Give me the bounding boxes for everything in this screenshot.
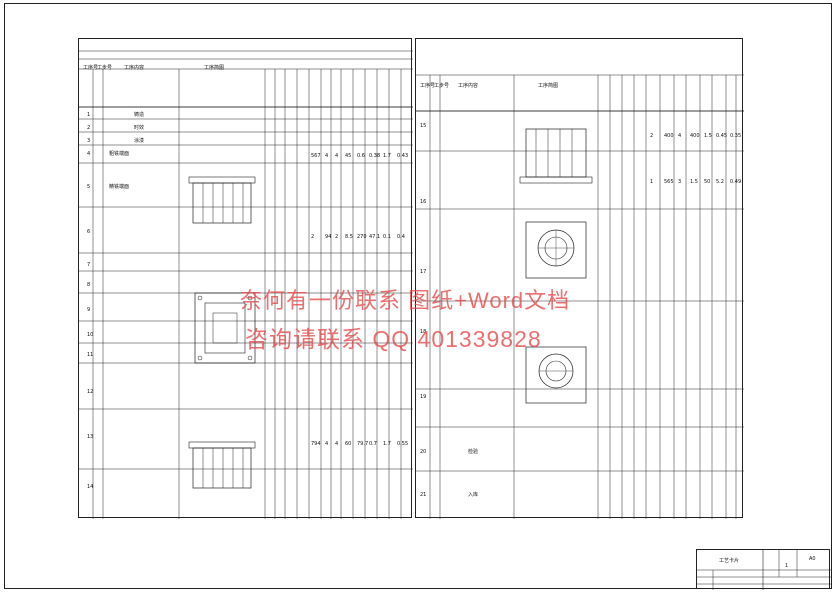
value-cell: 1	[650, 179, 654, 185]
part-sketch-bore-2	[525, 346, 587, 404]
value-cell: 5.2	[716, 179, 724, 185]
header-cell-seq: 工序号	[420, 83, 436, 89]
row-seq: 10	[87, 332, 94, 338]
part-sketch-housing-2	[188, 441, 256, 489]
row-seq: 1	[87, 112, 91, 118]
value-cell: 0.35	[730, 133, 742, 139]
value-cell: 0.6	[357, 153, 365, 159]
value-cell: 4	[335, 153, 339, 159]
process-card-right: 工序号 工步号 工序内容 工序简图 15 16 17 18 19 20 检验 2…	[415, 38, 744, 519]
value-cell: 4	[678, 133, 682, 139]
value-cell: 1.5	[704, 133, 712, 139]
row-seq: 13	[87, 434, 94, 440]
value-cell: 794	[311, 441, 321, 447]
part-sketch-topview	[194, 292, 256, 364]
row-seq: 17	[420, 269, 427, 275]
header-cell-seq: 工序号	[83, 65, 99, 71]
row-content: 涂漆	[134, 138, 145, 144]
title-block: 工艺卡片 1 A0	[696, 549, 831, 590]
row-seq: 4	[87, 151, 91, 157]
table-grid-right	[416, 74, 744, 519]
value-cell: 45	[345, 153, 352, 159]
value-cell: 1.5	[690, 179, 698, 185]
header-cell-step: 工步号	[97, 65, 113, 71]
value-cell: 2	[650, 133, 654, 139]
value-cell: 0.4	[397, 234, 405, 240]
value-cell: 3	[678, 179, 682, 185]
value-cell: 50	[704, 179, 711, 185]
value-cell: 0.55	[397, 441, 409, 447]
row-seq: 11	[87, 352, 94, 358]
value-cell: 4	[325, 153, 329, 159]
row-content: 时效	[134, 125, 145, 131]
part-sketch-housing	[188, 176, 256, 224]
header-cell-content: 工序内容	[458, 83, 479, 89]
row-seq: 7	[87, 262, 91, 268]
row-content: 粗铣端面	[109, 151, 130, 157]
value-cell: 270	[357, 234, 367, 240]
watermark-text-line1: 奈何有一份联系 图纸+Word文档	[240, 288, 571, 313]
header-cell-sketch: 工序简图	[538, 83, 559, 89]
row-seq: 14	[87, 484, 94, 490]
row-seq: 15	[420, 123, 427, 129]
watermark-text-line2: 咨询请联系 QQ 401339828	[245, 326, 542, 352]
value-cell: 0.38	[369, 153, 381, 159]
row-seq: 2	[87, 125, 91, 131]
value-cell: 1.7	[383, 153, 391, 159]
header-cell-step: 工步号	[434, 83, 450, 89]
drawing-frame	[4, 3, 832, 589]
part-sketch-bore	[525, 221, 587, 279]
row-seq: 8	[87, 282, 91, 288]
value-cell: 47.1	[369, 234, 381, 240]
value-cell: 0.45	[716, 133, 728, 139]
value-cell: 94	[325, 234, 332, 240]
value-cell: 60	[345, 441, 352, 447]
title-block-sheet-size: A0	[809, 556, 816, 562]
value-cell: 400	[664, 133, 674, 139]
value-cell: 0.1	[383, 234, 391, 240]
value-cell: 0.7	[369, 441, 377, 447]
row-seq: 20	[420, 449, 427, 455]
value-cell: 2	[311, 234, 315, 240]
row-content: 铸造	[134, 112, 145, 118]
row-seq: 5	[87, 184, 91, 190]
header-cell-sketch: 工序简图	[204, 65, 225, 71]
value-cell: 0.49	[730, 179, 742, 185]
row-seq: 18	[420, 329, 427, 335]
row-seq: 12	[87, 389, 94, 395]
value-cell: 567	[311, 153, 321, 159]
row-seq: 3	[87, 138, 91, 144]
value-cell: 1.7	[383, 441, 391, 447]
title-block-scale: 1	[785, 563, 789, 569]
part-sketch-side	[519, 128, 593, 184]
table-grid-left	[79, 50, 413, 519]
value-cell: 565	[664, 179, 674, 185]
title-block-title: 工艺卡片	[719, 558, 740, 564]
row-seq: 16	[420, 199, 427, 205]
row-content: 入库	[468, 492, 479, 498]
row-seq: 9	[87, 307, 91, 313]
row-content: 检验	[468, 449, 479, 455]
row-seq: 19	[420, 394, 427, 400]
value-cell: 4	[335, 441, 339, 447]
value-cell: 79.7	[357, 441, 369, 447]
value-cell: 4	[325, 441, 329, 447]
value-cell: 2	[335, 234, 339, 240]
header-cell-content: 工序内容	[124, 65, 145, 71]
value-cell: 400	[690, 133, 700, 139]
row-seq: 6	[87, 229, 91, 235]
value-cell: 0.43	[397, 153, 409, 159]
row-content: 精铣端面	[109, 184, 130, 190]
row-seq: 21	[420, 492, 427, 498]
value-cell: 8.5	[345, 234, 353, 240]
process-card-left: 工序号 工步号 工序内容 工序简图 1 铸造 2 时效 3 涂漆 4 粗铣端面 …	[78, 38, 413, 519]
